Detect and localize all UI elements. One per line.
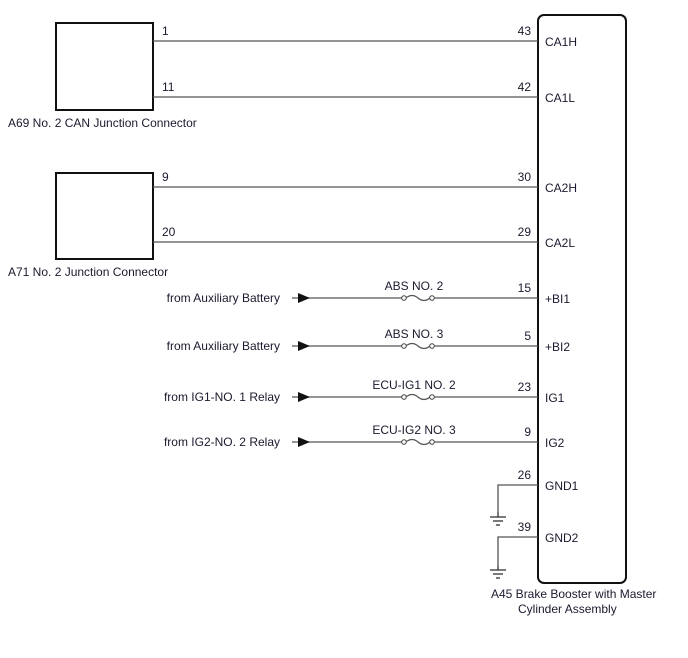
power-input: from Auxiliary Battery ABS NO. 2 — [167, 279, 538, 305]
ground-icon — [490, 512, 506, 526]
ecu-pin-number: 5 — [524, 329, 531, 343]
ecu-pin-name: GND2 — [545, 531, 579, 545]
ecu-pin-name: CA2H — [545, 181, 577, 195]
fuse-terminal-icon — [401, 394, 407, 400]
fuse-terminal-icon — [429, 343, 435, 349]
ecu-pin-name: CA2L — [545, 236, 575, 250]
connector-a71-label: A71 No. 2 Junction Connector — [8, 265, 168, 279]
arrow-icon — [298, 293, 310, 303]
ecu-pin-number: 15 — [518, 281, 532, 295]
ecu-pin-number: 42 — [518, 80, 532, 94]
fuse-terminal-icon — [429, 439, 435, 445]
arrow-icon — [298, 437, 310, 447]
fuse-terminal-icon — [401, 295, 407, 301]
power-input: from IG1-NO. 1 Relay ECU-IG1 NO. 2 — [164, 378, 538, 404]
fuse-icon — [405, 294, 431, 302]
wire-gnd2 — [497, 536, 538, 566]
fuse-icon — [405, 393, 431, 401]
power-source-label: from IG2-NO. 2 Relay — [164, 435, 280, 449]
connector-a69-label: A69 No. 2 CAN Junction Connector — [8, 116, 197, 130]
ecu-pin-number: 9 — [524, 425, 531, 439]
ground-icon — [490, 566, 506, 579]
ecu-pin-number: 30 — [518, 170, 532, 184]
ecu-pin-name: IG1 — [545, 391, 565, 405]
power-input: from IG2-NO. 2 Relay ECU-IG2 NO. 3 — [164, 423, 538, 449]
fuse-icon — [405, 342, 431, 350]
ecu-pin-number: 39 — [518, 520, 532, 534]
arrow-icon — [298, 341, 310, 351]
ecu-label-line1: A45 Brake Booster with Master — [491, 587, 656, 601]
ecu-pin-name: +BI2 — [545, 340, 570, 354]
fuse-label: ABS NO. 3 — [385, 327, 444, 341]
connector-a71 — [55, 172, 154, 260]
can-wires: 1 11 9 20 — [153, 24, 538, 243]
ecu-label-line2: Cylinder Assembly — [518, 602, 617, 616]
arrow-icon — [298, 392, 310, 402]
ecu-pin-number: 26 — [518, 468, 532, 482]
power-source-label: from IG1-NO. 1 Relay — [164, 390, 280, 404]
ecu-pin-number: 29 — [518, 225, 532, 239]
ground-wires — [490, 484, 538, 579]
ecu-pin-name: CA1L — [545, 91, 575, 105]
ecu-pin-number: 23 — [518, 380, 532, 394]
pin-number: 1 — [162, 24, 169, 38]
wire-gnd1 — [497, 484, 538, 512]
ecu-pin-name: GND1 — [545, 479, 579, 493]
connector-a69 — [55, 22, 154, 111]
ecu-pin-number: 43 — [518, 24, 532, 38]
fuse-icon — [405, 438, 431, 446]
fuse-terminal-icon — [429, 394, 435, 400]
fuse-terminal-icon — [401, 343, 407, 349]
pin-number: 11 — [162, 80, 175, 94]
fuse-label: ABS NO. 2 — [385, 279, 444, 293]
fuse-label: ECU-IG2 NO. 3 — [372, 423, 456, 437]
ecu-pin-name: +BI1 — [545, 292, 570, 306]
power-source-label: from Auxiliary Battery — [167, 339, 280, 353]
ecu-pin-name: IG2 — [545, 436, 565, 450]
fuse-terminal-icon — [401, 439, 407, 445]
connector-a45-ecu — [537, 14, 627, 584]
ecu-pin-name: CA1H — [545, 35, 577, 49]
power-input: from Auxiliary Battery ABS NO. 3 — [167, 327, 538, 353]
fuse-terminal-icon — [429, 295, 435, 301]
pin-number: 20 — [162, 225, 176, 239]
power-source-label: from Auxiliary Battery — [167, 291, 280, 305]
fuse-label: ECU-IG1 NO. 2 — [372, 378, 456, 392]
pin-number: 9 — [162, 170, 169, 184]
